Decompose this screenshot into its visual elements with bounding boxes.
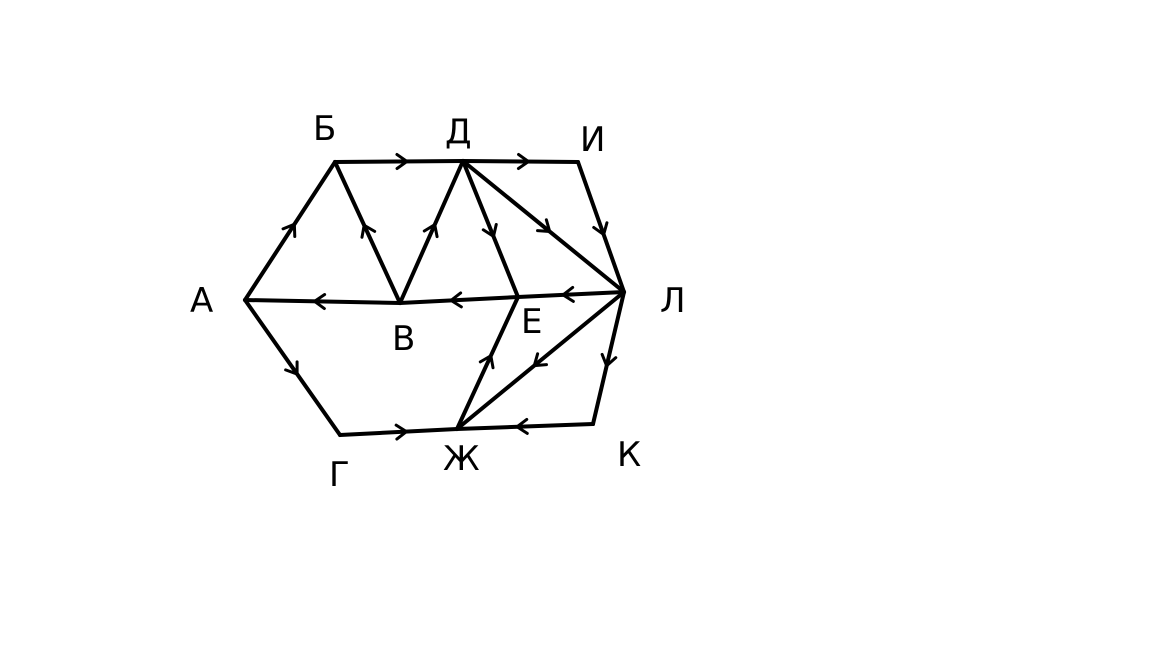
edge-D-E bbox=[461, 159, 520, 299]
arrowhead-D-E bbox=[481, 223, 498, 238]
node-label-D: Д bbox=[445, 112, 472, 152]
arrowhead-V-A bbox=[313, 293, 327, 311]
edge-L-E bbox=[516, 290, 626, 299]
edge-L-Zh bbox=[455, 290, 626, 431]
edge-A-G bbox=[243, 298, 342, 437]
edge-I-L bbox=[576, 160, 626, 294]
arrowhead-L-Zh bbox=[532, 352, 548, 368]
arrowhead-L-E bbox=[561, 285, 575, 303]
node-label-I: И bbox=[580, 120, 605, 160]
arrowhead-Zh-E bbox=[478, 354, 495, 370]
edge-Zh-E bbox=[455, 295, 520, 431]
arrowhead-V-B bbox=[360, 223, 377, 239]
arrowhead-D-I bbox=[516, 152, 530, 170]
edge-B-D bbox=[333, 159, 465, 164]
edge-V-B bbox=[333, 160, 402, 305]
edge-G-Zh bbox=[338, 427, 459, 437]
arrowhead-L-K bbox=[600, 352, 618, 368]
arrowhead-G-Zh bbox=[394, 423, 408, 441]
arrowhead-A-G bbox=[284, 360, 299, 376]
node-label-K: К bbox=[617, 435, 641, 475]
arrowhead-I-L bbox=[592, 221, 609, 237]
arrowhead-V-D bbox=[422, 223, 439, 239]
edge-D-I bbox=[461, 159, 580, 164]
node-label-A: А bbox=[190, 281, 213, 321]
edge-L-K bbox=[591, 290, 626, 426]
edge-V-D bbox=[398, 159, 465, 305]
node-label-B: Б bbox=[313, 109, 336, 149]
edge-E-V bbox=[398, 295, 520, 305]
edge-K-Zh bbox=[455, 422, 595, 431]
arrowhead-A-B bbox=[281, 222, 297, 238]
arrowheads-layer bbox=[281, 152, 618, 441]
node-label-V: В bbox=[392, 319, 415, 359]
arrowhead-D-L bbox=[536, 218, 552, 234]
node-label-L: Л bbox=[660, 281, 686, 321]
arrowhead-K-Zh bbox=[515, 417, 529, 435]
node-label-Zh: Ж bbox=[443, 439, 480, 479]
node-label-E: Е bbox=[521, 302, 542, 342]
edge-V-A bbox=[243, 298, 402, 305]
arrowhead-E-V bbox=[449, 291, 463, 309]
arrowhead-B-D bbox=[395, 153, 409, 171]
node-label-G: Г bbox=[329, 455, 350, 495]
edges-layer bbox=[243, 159, 626, 437]
edge-A-B bbox=[243, 160, 337, 302]
edge-D-L bbox=[461, 159, 626, 294]
labels-layer: А Б В Г Д Е Ж И К Л bbox=[190, 109, 686, 495]
